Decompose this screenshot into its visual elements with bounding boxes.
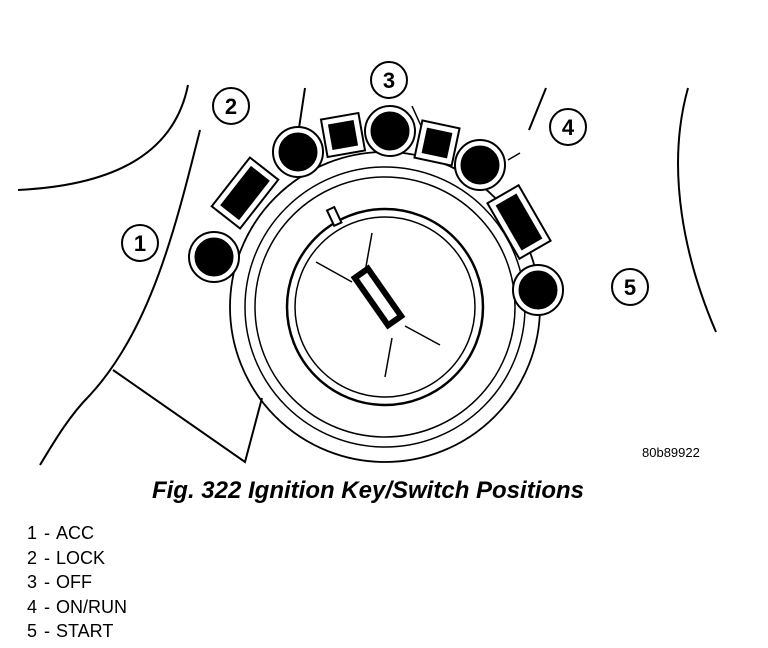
position-dot-off xyxy=(364,105,416,157)
legend-list: 1-ACC 2-LOCK 3-OFF 4-ON/RUN 5-START xyxy=(27,521,127,644)
position-dot-start xyxy=(512,264,564,316)
position-dot-acc xyxy=(188,231,240,283)
callout-2: 2 xyxy=(212,87,250,125)
legend-item: 1-ACC xyxy=(27,521,127,546)
legend-label: LOCK xyxy=(56,547,106,568)
panel-outline-lower-left xyxy=(39,129,201,466)
legend-item: 3-OFF xyxy=(27,570,127,595)
legend-label: OFF xyxy=(56,572,93,592)
callout-3: 3 xyxy=(370,61,408,99)
legend-item: 2-LOCK xyxy=(27,546,127,571)
switch-ring-3 xyxy=(254,176,516,438)
svg-text:1: 1 xyxy=(134,231,146,256)
ignition-switch-diagram: 1 2 3 4 5 xyxy=(17,61,717,466)
switch-bracket-line xyxy=(112,369,263,464)
tumbler-line xyxy=(404,325,441,346)
legend-label: ON/RUN xyxy=(56,596,128,617)
legend-number: 2 xyxy=(27,547,38,568)
marker-bar-left xyxy=(210,156,280,230)
tumbler-line xyxy=(315,261,353,283)
legend-number: 1 xyxy=(27,523,38,543)
legend-item: 4-ON/RUN xyxy=(27,595,127,620)
callout-5: 5 xyxy=(611,268,649,306)
callout-4: 4 xyxy=(549,108,587,146)
tumbler-line xyxy=(384,337,393,378)
callout-1: 1 xyxy=(121,224,159,262)
panel-outline-left xyxy=(17,84,189,191)
legend-number: 4 xyxy=(27,596,38,617)
switch-bezel-outer xyxy=(285,207,485,407)
legend-number: 3 xyxy=(27,572,38,592)
position-dot-lock xyxy=(272,126,324,178)
legend-item: 5-START xyxy=(27,619,127,644)
switch-bezel-inner xyxy=(294,216,476,398)
marker-bar-right xyxy=(486,183,552,261)
legend-label: ACC xyxy=(56,523,95,543)
panel-outline-top xyxy=(298,87,306,129)
legend-label: START xyxy=(56,621,114,641)
leader-line-3 xyxy=(411,105,423,129)
svg-text:3: 3 xyxy=(383,68,395,93)
figure-id: 80b89922 xyxy=(642,445,700,460)
key-slot xyxy=(350,264,406,330)
figure-caption: Fig. 322 Ignition Key/Switch Positions xyxy=(151,477,585,504)
svg-text:4: 4 xyxy=(562,115,575,140)
tumbler-line xyxy=(364,232,373,273)
leader-line-4 xyxy=(507,152,521,161)
marker-square-left xyxy=(319,111,367,159)
panel-outline-top-right xyxy=(528,87,547,131)
position-dot-on-run xyxy=(454,139,506,191)
legend-number: 5 xyxy=(27,621,38,641)
marker-square-right xyxy=(413,119,461,167)
svg-text:2: 2 xyxy=(225,94,237,119)
panel-outline-right xyxy=(677,87,717,333)
svg-text:5: 5 xyxy=(624,275,636,300)
position-indicator-notch xyxy=(325,205,343,228)
